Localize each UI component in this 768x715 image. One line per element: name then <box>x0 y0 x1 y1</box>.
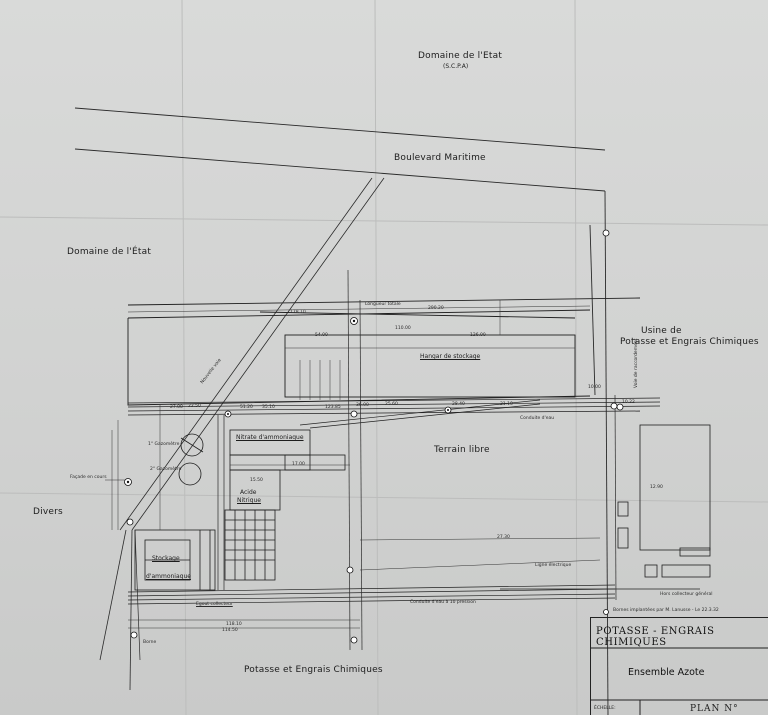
dimension-label: 27.30 <box>497 535 510 540</box>
dimension-label: 35.10 <box>262 405 275 410</box>
label-scpa: (S.C.P.A) <box>443 63 469 70</box>
dimension-label: 22.50 <box>188 404 201 409</box>
label-usine-2: Potasse et Engrais Chimiques <box>620 337 759 347</box>
survey-marker-centers <box>126 319 449 484</box>
dimension-label: 51.20 <box>240 405 253 410</box>
usine-buildings <box>617 424 711 578</box>
title-plan: PLAN N° <box>690 704 739 714</box>
dimension-label: 118.10 <box>226 622 242 627</box>
dimension-label: 17.00 <box>292 462 305 467</box>
label-boulevard: Boulevard Maritime <box>394 153 486 163</box>
label-divers: Divers <box>33 507 63 517</box>
label-conduite-eau: Conduite d'eau <box>520 416 555 421</box>
label-hors-collecteur: Hors collecteur général <box>660 592 713 597</box>
label-legend-note: Bornes implantées par M. Lanusse - Le 22… <box>613 608 719 613</box>
label-ammoniaque: d'ammoniaque <box>146 573 191 580</box>
label-gazometre-1: 1° Gazomètre <box>148 442 180 447</box>
label-domaine-etat-top: Domaine de l'Etat <box>418 51 503 61</box>
dimension-label: 25.60 <box>385 402 398 407</box>
label-conduite-bas: Conduite d'eau à 10 pression <box>410 600 476 605</box>
label-acide-2: Nitrique <box>237 497 261 504</box>
label-egout: Egout collecteur <box>196 602 233 607</box>
label-hangar: Hangar de stockage <box>420 353 481 360</box>
dimension-label: 15.50 <box>250 478 263 483</box>
dimension-label: 126.00 <box>470 333 486 338</box>
label-potasse-bottom: Potasse et Engrais Chimiques <box>244 665 383 675</box>
label-acide-1: Acide <box>240 489 257 496</box>
diagonal-track <box>99 177 385 691</box>
boulevard-lines <box>74 107 609 715</box>
dimension-label: 114.50 <box>222 628 238 633</box>
gazometers <box>178 433 204 486</box>
dimension-label: 10.22 <box>622 400 635 405</box>
label-terrain-libre: Terrain libre <box>434 445 490 455</box>
label-gazometre-2: 2° Gazomètre <box>150 467 182 472</box>
dimension-label: 12.90 <box>650 485 663 490</box>
label-longueur: Longueur totale <box>365 302 401 307</box>
label-domaine-etat-left: Domaine de l'État <box>67 247 152 257</box>
rail-tracks <box>127 397 700 605</box>
dimension-label: 178.10 <box>290 310 306 315</box>
site-boundary <box>127 297 641 406</box>
dimension-lines <box>105 300 601 629</box>
dimension-label: 31.10 <box>500 402 513 407</box>
title-block <box>590 617 768 715</box>
process-buildings <box>134 429 346 591</box>
label-usine-1: Usine de <box>641 326 682 336</box>
axis-lines <box>134 269 617 661</box>
label-ligne-electrique: Ligne électrique <box>535 563 572 568</box>
dimension-label: 36.00 <box>356 403 369 408</box>
dimension-label: 110.00 <box>395 326 411 331</box>
hangar-outline <box>284 334 576 398</box>
title-echelle: ÉCHELLE: <box>594 706 616 711</box>
label-stockage: Stockage <box>152 555 180 562</box>
label-facade: Façade en cours <box>70 475 107 480</box>
label-borne: Borne <box>143 640 157 645</box>
label-nitrate: Nitrate d'ammoniaque <box>236 434 304 441</box>
dimension-label: 54.00 <box>315 333 328 338</box>
dimension-label: 27.00 <box>170 405 183 410</box>
dimension-label: 290.20 <box>428 306 444 311</box>
survey-markers <box>124 229 624 644</box>
title-line-2: Ensemble Azote <box>628 667 705 678</box>
dimension-label: 10.00 <box>588 385 601 390</box>
dimension-label: 123.85 <box>325 405 341 410</box>
dimension-label: 28.40 <box>452 402 465 407</box>
title-line-1: POTASSE - ENGRAIS CHIMIQUES <box>596 626 715 648</box>
